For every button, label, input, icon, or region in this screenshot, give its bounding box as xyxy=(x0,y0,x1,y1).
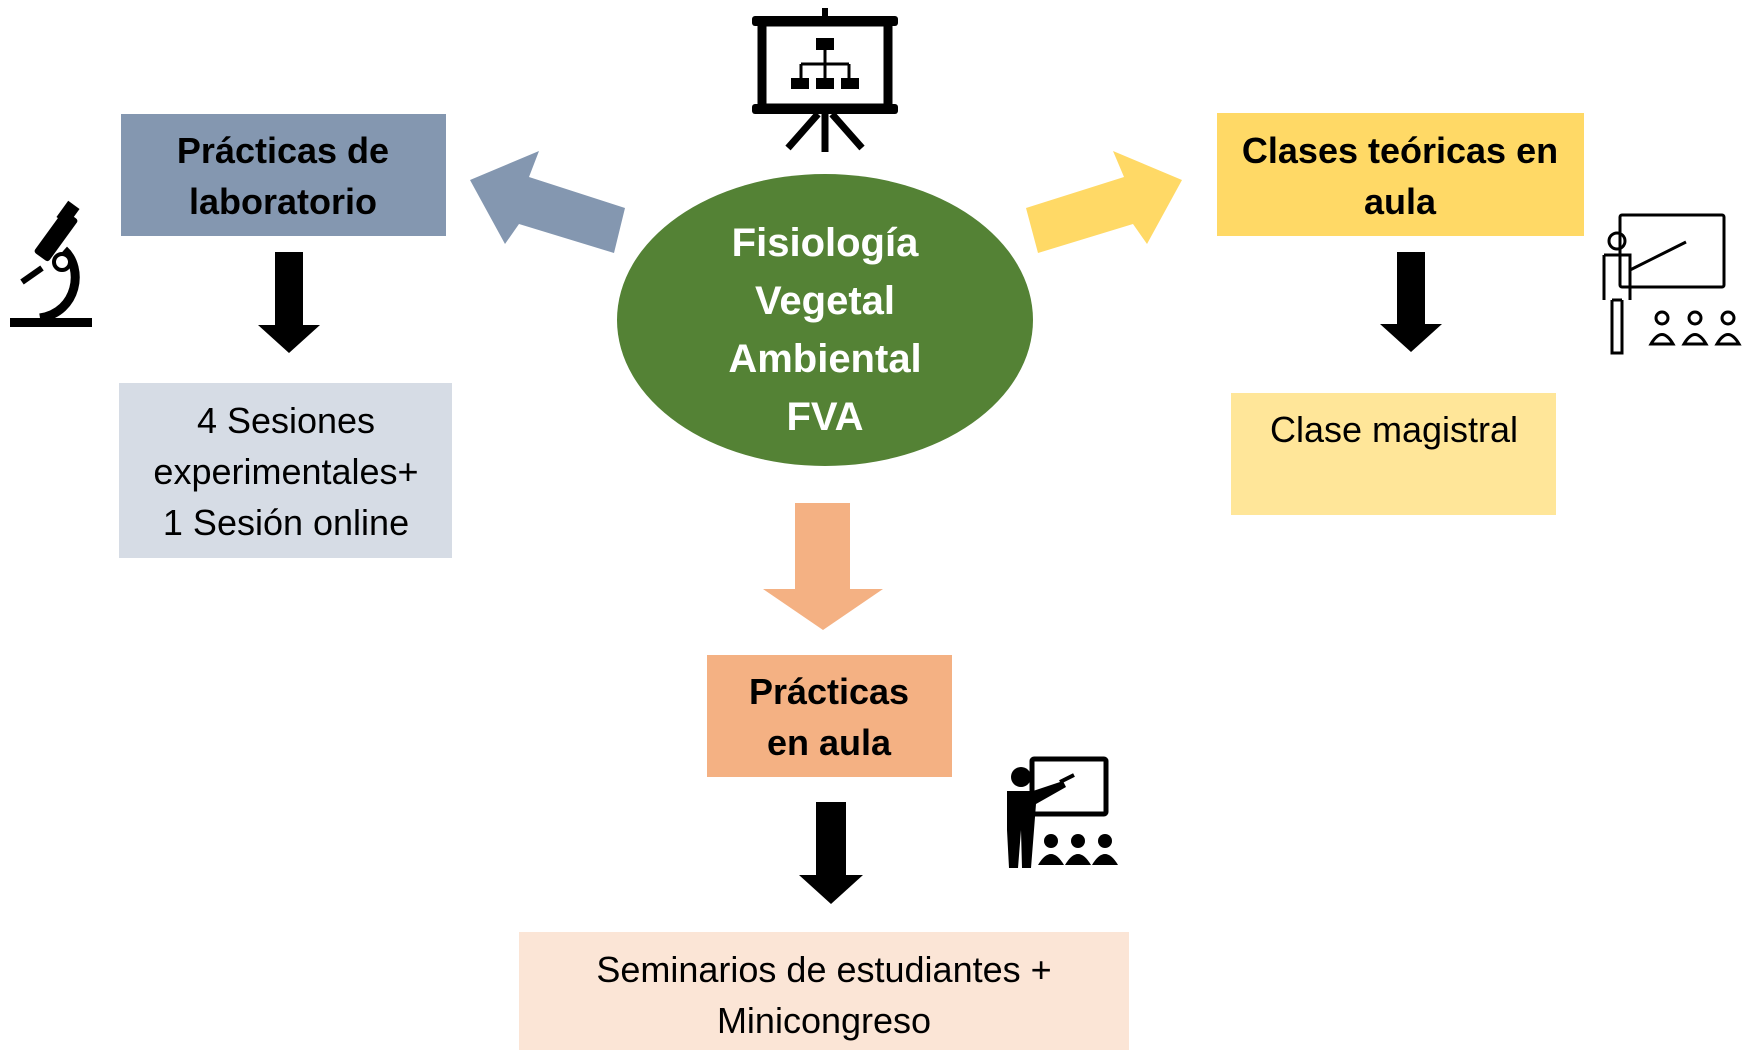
classroom-detail-box: Seminarios de estudiantes + Minicongreso xyxy=(519,932,1129,1050)
lab-detail-line-1: 4 Sesiones xyxy=(197,400,375,441)
theory-title-line-1: Clases teóricas en xyxy=(1242,130,1558,171)
classroom-title-line-2: en aula xyxy=(767,722,892,763)
arrow-to-classroom xyxy=(763,503,883,630)
classroom-detail-line-1: Seminarios de estudiantes + xyxy=(596,949,1051,990)
center-title-line-3: Ambiental xyxy=(728,337,921,381)
presentation-board-icon xyxy=(752,8,898,152)
classroom-title-box: Prácticas en aula xyxy=(707,655,952,777)
theory-title-box: Clases teóricas en aula xyxy=(1217,113,1584,236)
lab-detail-line-3: 1 Sesión online xyxy=(163,502,409,543)
classroom-down-arrow xyxy=(799,802,863,904)
classroom-detail-line-2: Minicongreso xyxy=(717,1000,931,1041)
lab-title-box: Prácticas de laboratorio xyxy=(121,114,446,236)
arrow-to-theory xyxy=(1026,151,1182,253)
teacher-audience-outline-icon xyxy=(1602,213,1742,355)
center-title-line-1: Fisiología xyxy=(732,221,919,265)
center-title-line-2: Vegetal xyxy=(755,279,895,323)
teacher-audience-filled-icon xyxy=(1007,756,1118,868)
microscope-icon xyxy=(10,200,92,327)
lab-detail-box: 4 Sesiones experimentales+ 1 Sesión onli… xyxy=(119,383,452,558)
theory-detail-box: Clase magistral xyxy=(1231,393,1556,515)
theory-detail-line-1: Clase magistral xyxy=(1270,409,1518,450)
lab-title-line-1: Prácticas de xyxy=(177,130,389,171)
classroom-title-line-1: Prácticas xyxy=(749,671,909,712)
lab-down-arrow xyxy=(258,252,320,353)
arrow-to-lab xyxy=(470,151,625,253)
center-title-line-4: FVA xyxy=(786,395,863,439)
lab-detail-line-2: experimentales+ xyxy=(153,451,418,492)
theory-down-arrow xyxy=(1380,252,1442,352)
lab-title-line-2: laboratorio xyxy=(189,181,377,222)
center-topic: Fisiología Vegetal Ambiental FVA xyxy=(617,174,1033,466)
theory-title-line-2: aula xyxy=(1364,181,1437,222)
